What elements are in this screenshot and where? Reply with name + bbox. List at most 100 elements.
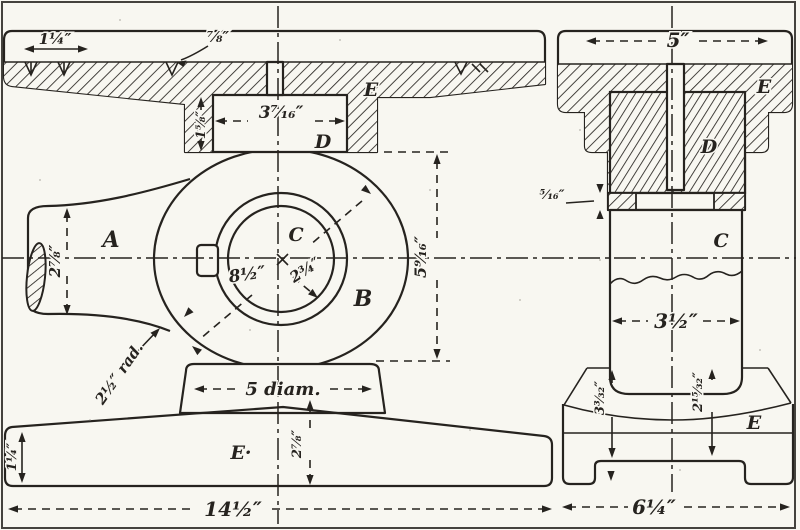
arrowhead [18, 473, 26, 483]
dim-boss-height: 5⁹⁄₁₆″ [410, 154, 441, 359]
liner-tab [713, 192, 746, 211]
dim-text: 6¼″ [632, 495, 676, 519]
dim-text: 5 diam. [245, 379, 320, 400]
shoe-outline [561, 404, 795, 486]
arrowhead [708, 446, 716, 456]
cylinder [608, 208, 744, 396]
dim-text: 2½″ rad. [91, 339, 147, 409]
scan-noise [39, 19, 761, 471]
notch-mark [165, 61, 179, 77]
dim-text: 2⅞″ [290, 430, 305, 460]
arrowhead [586, 37, 596, 45]
dim-text: 14½″ [204, 497, 262, 521]
arrowhead [308, 288, 318, 298]
arrowhead [562, 503, 572, 511]
dim-base-height: 2⅞″ [289, 400, 314, 485]
oil-slot-side [665, 62, 686, 192]
dim-text: 2¹⁵⁄₃₂″ [691, 372, 706, 413]
center-mark [276, 253, 289, 266]
arrowhead [176, 60, 187, 67]
pedestal [178, 362, 387, 415]
arrowhead [596, 210, 604, 219]
arrowhead [608, 448, 616, 458]
dim-text: ⅞″ [207, 28, 230, 46]
dim-arm-width: 2⅞″ [45, 208, 71, 315]
arrowhead [150, 328, 160, 338]
side-view [556, 29, 795, 486]
arrowhead [24, 45, 34, 53]
dim-pedestal-diameter: 5 diam. [194, 378, 372, 402]
arrowhead [63, 305, 71, 315]
arrowhead [192, 346, 202, 356]
arrowhead [607, 471, 615, 481]
liner-tab [607, 192, 637, 211]
arrowhead [215, 117, 225, 125]
seat-flange [563, 367, 792, 406]
dimensions-side: 5″ ⁵⁄₁₆″ 3½″ 3³⁄₃₂″ [538, 27, 790, 521]
arrowhead [361, 184, 371, 194]
part-letter-D-side: D [700, 136, 718, 158]
base-outline [3, 405, 554, 488]
dim-boss-diameter: 8½″ [192, 184, 371, 356]
arrowhead [433, 154, 441, 164]
arrowhead [197, 97, 205, 107]
notch-mark [57, 61, 71, 77]
dim-base-end-height: 1¼″ [4, 432, 26, 483]
dim-text: 3½″ [654, 309, 698, 333]
oil-slot [265, 60, 285, 97]
notch-mark [24, 61, 38, 77]
arrowhead [78, 45, 88, 53]
dim-gib-height: 1⅝″ [193, 97, 211, 151]
arrowhead [63, 208, 71, 218]
part-letter-D: D [314, 131, 332, 153]
part-letter-E-rail: E [363, 79, 379, 101]
dim-strip-thickness: ⅞″ [176, 27, 231, 67]
arrowhead [306, 400, 314, 410]
arrowhead [730, 317, 740, 325]
dim-text: 1¼″ [5, 443, 20, 472]
bore-circle [226, 204, 336, 314]
dim-text: 3³⁄₃₂″ [593, 381, 608, 415]
part-letter-E-base-side: E [746, 412, 762, 434]
break-line [609, 270, 743, 285]
arrowhead [184, 307, 194, 317]
dim-gib-width: 3⁷⁄₁₆″ [215, 102, 345, 125]
part-letter-B: B [353, 286, 373, 312]
part-letter-E-rail-side: E [756, 76, 772, 98]
part-letter-C: C [288, 224, 303, 246]
dim-text: ⁵⁄₁₆″ [539, 188, 564, 203]
dim-seat-height-left: 3³⁄₃₂″ [592, 370, 616, 481]
notch-mark [454, 61, 489, 76]
dim-text: 1⅝″ [194, 111, 209, 140]
arrowhead [433, 349, 441, 359]
arrowhead [18, 432, 26, 442]
dim-liner-thickness: ⁵⁄₁₆″ [538, 184, 604, 219]
dim-text: 1¼″ [39, 30, 72, 48]
arm-outline [26, 177, 191, 333]
arrowhead [306, 475, 314, 485]
arrowhead [596, 184, 604, 193]
arm-section-blob [25, 242, 47, 312]
dim-text: 3⁷⁄₁₆″ [259, 103, 304, 123]
dim-text: 2⅞″ [46, 244, 64, 278]
dim-text: 8½″ [226, 262, 267, 287]
arrowhead [708, 369, 716, 379]
part-letter-C-side: C [713, 230, 728, 252]
key-tab [195, 243, 220, 278]
dim-text: 5⁹⁄₁₆″ [411, 235, 430, 278]
dim-overall-width-front: 14½″ [8, 496, 552, 523]
part-letter-A: A [100, 227, 119, 253]
arrowhead [780, 503, 790, 511]
part-letter-E-base: E· [229, 442, 251, 464]
arrowhead [197, 141, 205, 151]
dim-seat-height-right: 2¹⁵⁄₃₂″ [690, 369, 716, 456]
gib-block [211, 93, 349, 154]
arrowhead [542, 505, 552, 513]
arrowhead [335, 117, 345, 125]
dim-overall-width-side: 6¼″ [562, 494, 790, 521]
dim-cylinder-width: 3½″ [612, 308, 740, 335]
front-view [2, 29, 554, 488]
arrowhead [612, 317, 622, 325]
